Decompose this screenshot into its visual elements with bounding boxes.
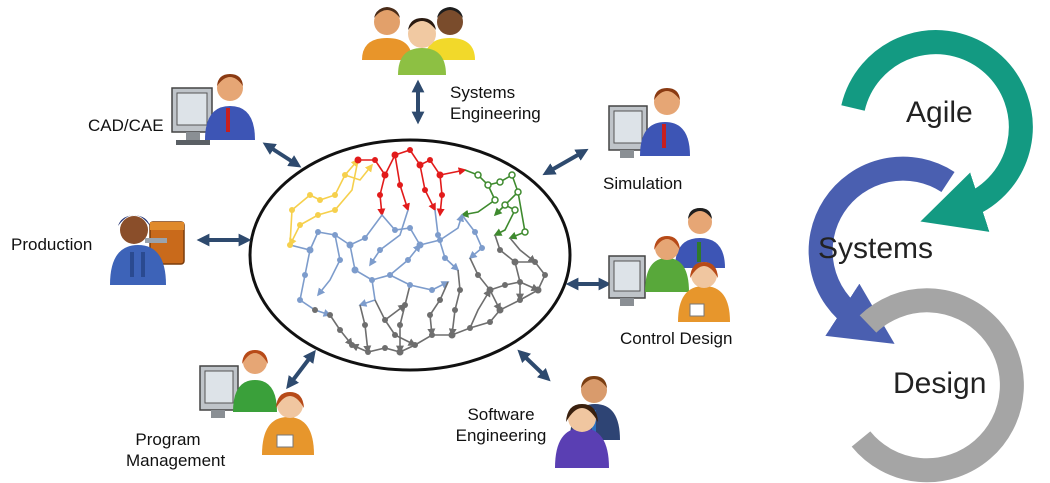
program-management-label-line1: Program bbox=[135, 430, 201, 449]
production-worker-icon bbox=[110, 215, 185, 285]
central-network-ellipse bbox=[248, 138, 572, 372]
connector-program-management bbox=[286, 349, 316, 390]
connector-cad-cae bbox=[262, 142, 302, 168]
software-engineering-label: Software Engineering bbox=[448, 404, 554, 446]
network-nodes bbox=[287, 147, 548, 356]
agile-arc bbox=[841, 30, 1033, 232]
program-management-label-line2: Management bbox=[126, 451, 226, 470]
simulation-workstation-icon bbox=[608, 88, 690, 158]
connector-simulation bbox=[542, 148, 589, 176]
production-label: Production bbox=[11, 235, 93, 254]
agile-systems-design-cycle bbox=[808, 30, 1033, 483]
systems-label: Systems bbox=[818, 232, 934, 265]
design-label: Design bbox=[893, 367, 987, 400]
systems-engineering-label-line1: Systems bbox=[450, 83, 516, 102]
connector-software-engineering bbox=[517, 349, 551, 382]
cad-cae-label: CAD/CAE bbox=[88, 116, 164, 135]
software-engineering-team-icon bbox=[555, 376, 620, 468]
team-group-icon bbox=[362, 7, 475, 75]
systems-engineering-label: Systems Engineering bbox=[450, 82, 541, 124]
software-engineering-label-line2: Engineering bbox=[455, 426, 547, 445]
program-management-label: Program Management bbox=[126, 429, 226, 471]
agile-label: Agile bbox=[906, 96, 973, 129]
control-design-label: Control Design bbox=[620, 329, 733, 348]
cad-cae-workstation-icon bbox=[171, 74, 255, 145]
program-management-team-icon bbox=[199, 350, 314, 455]
connector-arrows bbox=[196, 79, 612, 390]
systems-engineering-label-line2: Engineering bbox=[450, 104, 541, 123]
systems-arc bbox=[808, 156, 955, 344]
control-design-team-icon bbox=[608, 208, 730, 322]
simulation-label: Simulation bbox=[603, 174, 683, 193]
design-arc bbox=[851, 288, 1024, 483]
software-engineering-label-line1: Software bbox=[467, 405, 535, 424]
